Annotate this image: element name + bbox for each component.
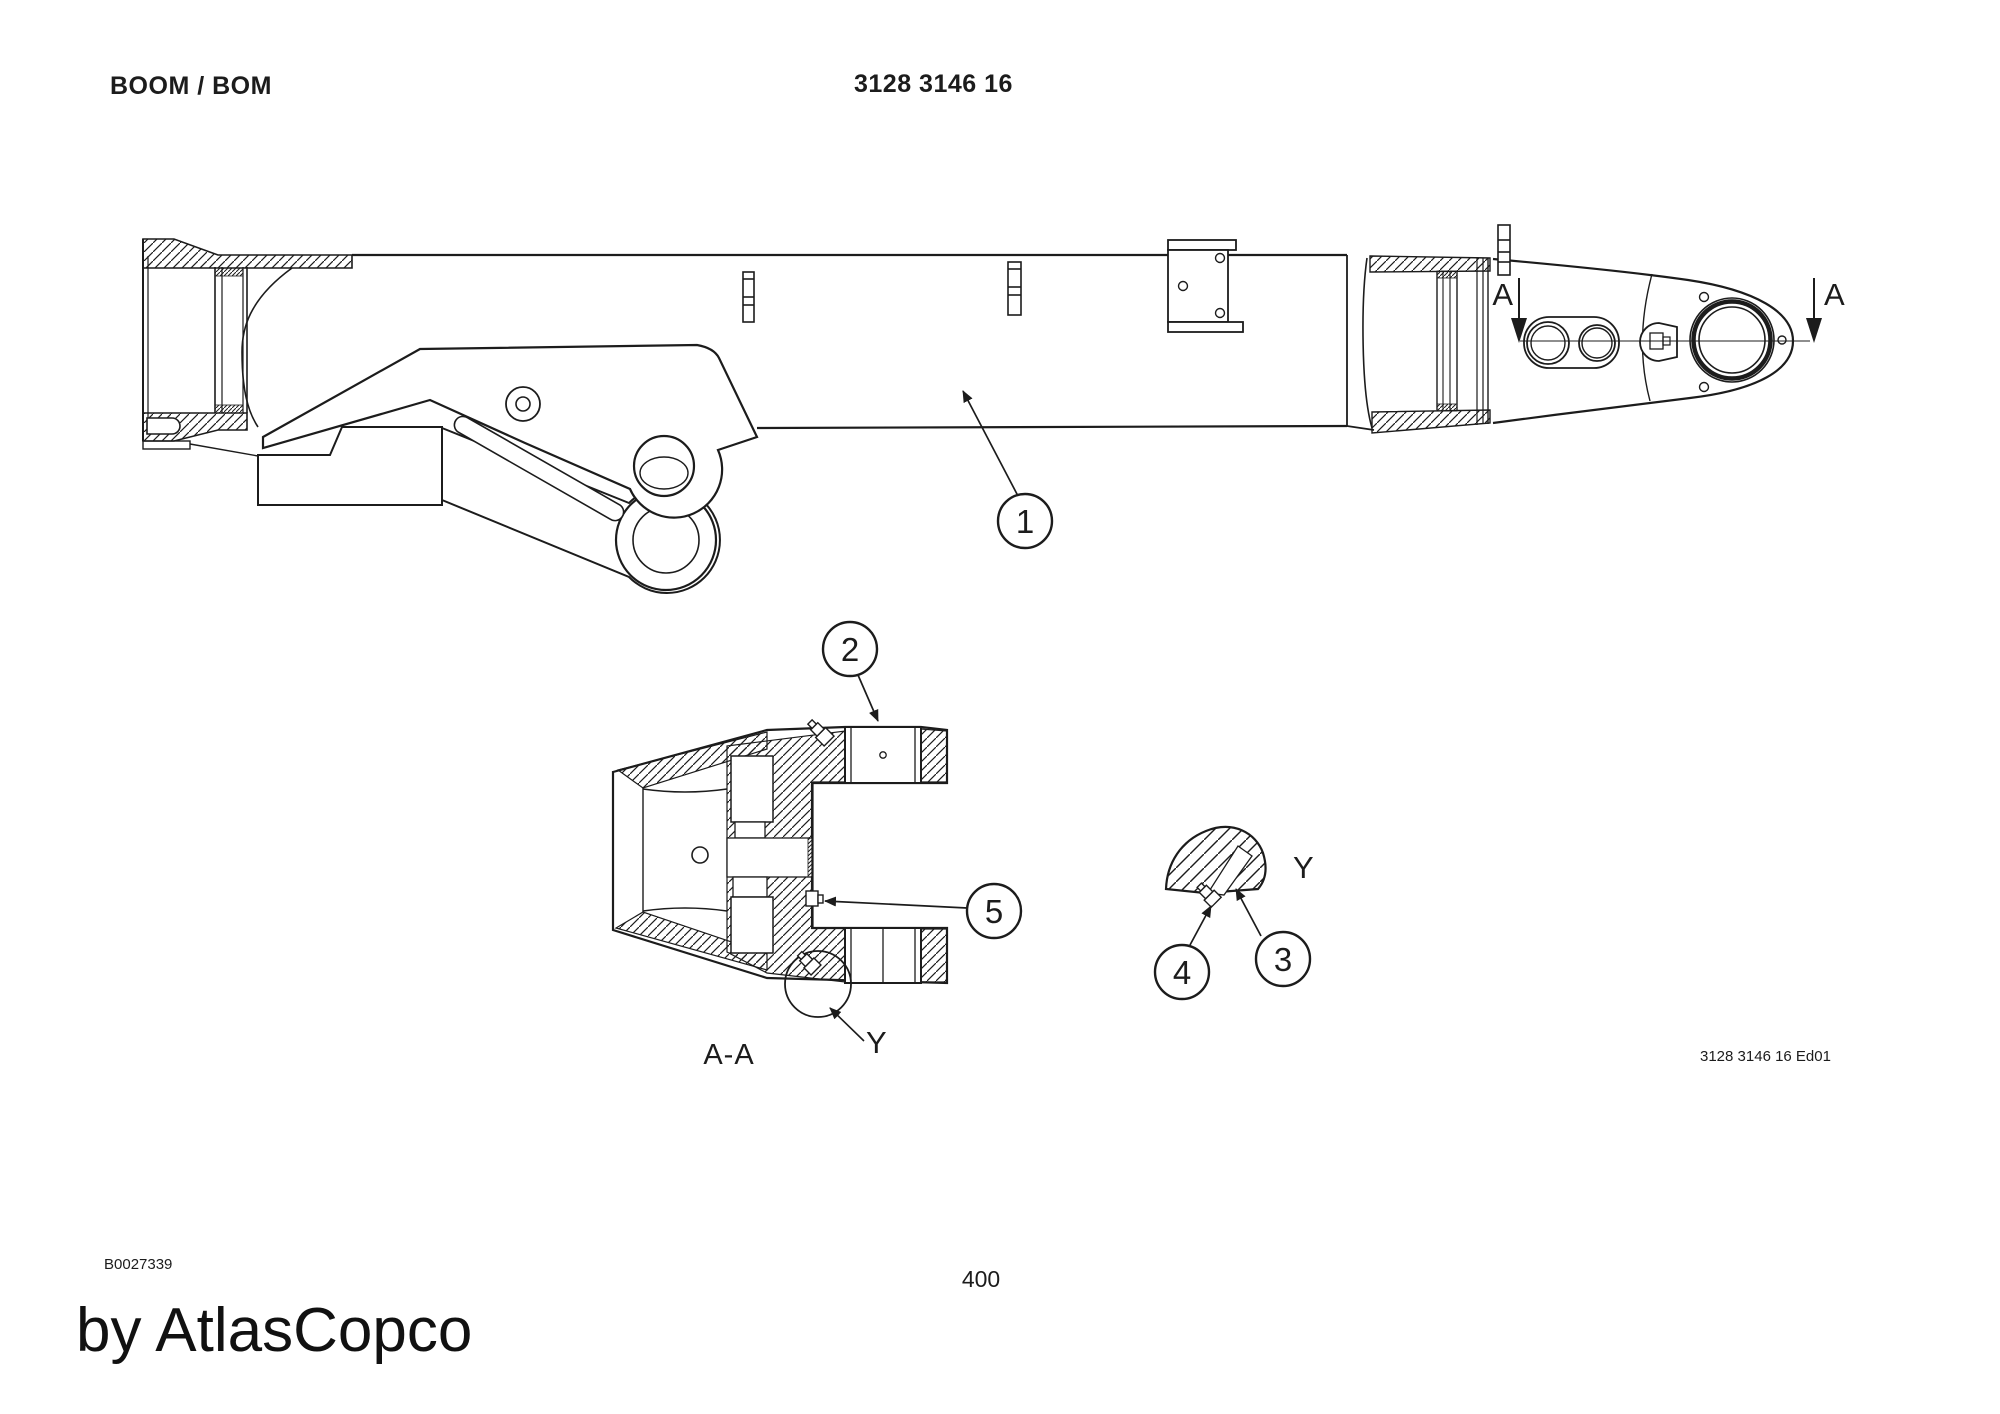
head-clevis-knob	[1639, 322, 1678, 362]
bracket-eye-bore	[632, 434, 696, 498]
section-cut-aa	[1511, 278, 1822, 343]
section-cut-arrow-left	[1511, 278, 1527, 343]
fork-center-hole	[691, 846, 709, 864]
boom-main-view	[142, 224, 1822, 594]
edition-reference: 3128 3146 16 Ed01	[1700, 1048, 1831, 1065]
detail-y-leader	[829, 1007, 865, 1042]
svg-text:5: 5	[985, 893, 1003, 930]
head-bore-inner	[1698, 306, 1766, 374]
head-bolt-hole-top	[1698, 291, 1710, 303]
detail-ref-label: Y	[866, 1025, 887, 1060]
callout-3: 3	[1235, 888, 1312, 988]
lower-bushing	[844, 927, 922, 984]
callouts: 1 2 5 4 3	[821, 390, 1312, 1001]
svg-text:4: 4	[1173, 954, 1191, 991]
boom-top-stud-2	[1007, 261, 1022, 316]
part-number: 3128 3146 16	[854, 70, 1013, 98]
detail-grease-nipple	[1196, 882, 1223, 909]
section-view-aa	[611, 718, 949, 1042]
detail-view-y	[1164, 825, 1267, 909]
bracket-plate	[261, 343, 759, 519]
grease-nipple-top	[806, 718, 836, 748]
section-cut-label-left: A	[1492, 277, 1513, 312]
boom-right-collar	[1362, 255, 1491, 434]
section-cut-label-right: A	[1824, 277, 1845, 312]
head-roller-1-outer	[1526, 321, 1570, 365]
boom-mounting-plate	[1167, 239, 1244, 333]
thread-serration	[807, 837, 814, 878]
boom-top-stud-1	[742, 271, 755, 323]
boom-support-bracket	[257, 343, 759, 594]
head-pin	[1497, 224, 1511, 276]
grease-fitting-part5	[805, 890, 824, 907]
upper-bushing	[844, 726, 922, 784]
grease-nipple-bottom	[796, 950, 822, 976]
document-code: B0027339	[104, 1256, 173, 1273]
bracket-ring-outer	[505, 386, 541, 422]
head-bore-ring	[1691, 299, 1773, 381]
detail-y-ref-circle	[784, 950, 852, 1018]
page-title: BOOM / BOM	[110, 72, 272, 100]
section-view-label: A-A	[703, 1039, 754, 1071]
bracket-ring-inner	[515, 396, 531, 412]
brand-watermark: by AtlasCopco	[76, 1296, 473, 1365]
boom-left-collar	[142, 238, 353, 457]
detail-dome	[1164, 825, 1267, 895]
bracket-slot	[453, 415, 625, 522]
head-bolt-hole-bottom	[1698, 381, 1710, 393]
boom-head	[1492, 224, 1795, 425]
mounting-block	[257, 426, 443, 506]
callout-5: 5	[824, 882, 1023, 940]
svg-text:3: 3	[1274, 941, 1292, 978]
callout-4: 4	[1153, 905, 1212, 1001]
head-bolt-hole-right	[1777, 335, 1787, 345]
page-number: 400	[961, 1266, 1001, 1292]
section-cut-arrow-right	[1806, 278, 1822, 343]
svg-text:1: 1	[1016, 503, 1034, 540]
svg-text:2: 2	[841, 631, 859, 668]
callout-2: 2	[821, 620, 879, 722]
head-roller-2-outer	[1578, 324, 1616, 362]
head-flange-outer	[1689, 297, 1775, 383]
callout-1: 1	[962, 390, 1054, 550]
detail-view-label: Y	[1293, 850, 1314, 885]
